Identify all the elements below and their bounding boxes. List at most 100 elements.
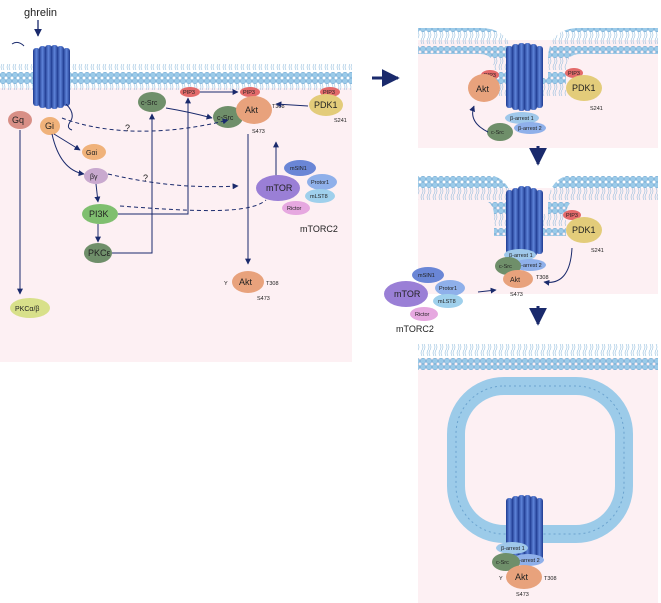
protor1-c-label: Protor1: [439, 286, 457, 292]
akt-c-s473: S473: [510, 292, 523, 298]
bg-to-pi3k: [94, 183, 101, 203]
mtor-label: mTOR: [266, 183, 293, 193]
csrc-to-akt-b: [469, 105, 489, 133]
arrestin1-d-label: β-arrest 1: [501, 546, 525, 552]
akt-free: [232, 271, 264, 293]
rictor-c-label: Rictor: [415, 312, 430, 318]
pdk1-b: [566, 75, 602, 101]
akt-b: [468, 74, 500, 102]
akt-d-label: Akt: [515, 572, 529, 582]
pkc-epsilon-label: PKCε: [88, 248, 111, 258]
msin1-c-label: mSIN1: [418, 273, 435, 279]
c-src-b: [487, 123, 513, 141]
pdk1-to-akt-c: [543, 247, 573, 286]
c-src-free-label: c-Src: [141, 100, 158, 107]
csrc-to-complex: [165, 107, 213, 120]
akt-free-y: Y: [224, 281, 228, 287]
c-src-c-label: c-Src: [499, 264, 512, 270]
c-src-d-label: c-Src: [496, 560, 509, 566]
gq-label: Gq: [12, 115, 24, 125]
msin1-label: mSIN1: [290, 166, 307, 172]
pdk1-akt-arrow: [275, 101, 309, 108]
akt-c-t308: T308: [536, 275, 549, 281]
mtor-c-label: mTOR: [394, 289, 421, 299]
mtorc2-c-label: mTORC2: [396, 324, 434, 334]
pdk1-c-label: PDK1: [572, 225, 596, 235]
pip3-b-right: [565, 68, 583, 78]
dashed-arrow-2: [107, 173, 239, 190]
c-src-b-label: c-Src: [491, 130, 504, 136]
pdk1-c-s241: S241: [591, 248, 604, 254]
arrestin2-c-label: β-arrest 2: [518, 263, 542, 269]
gi-label: Gi: [45, 121, 54, 131]
pip3-c: [563, 210, 581, 220]
c-src-free: [138, 92, 166, 112]
pip3-akt: [240, 87, 260, 97]
pdk1-label: PDK1: [314, 100, 338, 110]
arrestin1-b: [505, 112, 539, 124]
pkce-to-csrc: [112, 113, 155, 254]
pip3-b-right-label: PIP3: [568, 71, 580, 77]
g-beta-gamma-label: βγ: [90, 174, 98, 181]
c-src-complex: [213, 106, 243, 128]
gi-to-galpha: [53, 133, 81, 151]
pip3-akt-label: PIP3: [243, 90, 255, 96]
gi-protein: [40, 117, 60, 135]
pdk1-b-s241: S241: [590, 106, 603, 112]
akt-free-t308: T308: [266, 281, 279, 287]
akt-complex: [236, 96, 272, 124]
membrane-d: [418, 344, 658, 370]
arrestin2-c: [514, 259, 546, 271]
ghrelin-label: ghrelin: [24, 7, 57, 19]
main-panel: ghrelin Gq Gi Gαi βγ PI3K PKCε PKCα/β c-…: [0, 7, 352, 362]
pip3-pdk1-label: PIP3: [323, 90, 335, 96]
pkc-epsilon: [84, 243, 112, 263]
akt-c-label: Akt: [510, 277, 520, 284]
pdk1-s241-label: S241: [334, 118, 347, 124]
panel-b: PIP3 Akt PIP3 PDK1 S241 β-arrest 1 β-arr…: [418, 28, 658, 148]
arrestin2-b-label: β-arrest 2: [518, 126, 542, 132]
akt-d-t308: T308: [544, 576, 557, 582]
pkc-alpha-beta-label: PKCα/β: [15, 306, 39, 313]
membrane-c: [418, 174, 658, 236]
c-src-d: [492, 553, 520, 571]
mtorc2-complex-main: mSIN1 Protor1 mLST8 Rictor mTOR: [256, 160, 337, 215]
mlst8-c-label: mLST8: [438, 299, 456, 305]
akt-complex-label: Akt: [245, 105, 259, 115]
question-1: ?: [125, 123, 130, 133]
gq-protein: [8, 111, 32, 129]
pip3-c-label: PIP3: [566, 213, 578, 219]
pi3k-to-pip3: [118, 97, 191, 215]
akt-free-label: Akt: [239, 277, 253, 287]
membrane-b: [418, 28, 658, 96]
akt-free-s473: S473: [257, 296, 270, 302]
mtorc2-label: mTORC2: [300, 224, 338, 234]
g-alpha-i-label: Gαi: [86, 150, 97, 157]
rictor-label: Rictor: [287, 206, 302, 212]
pdk1: [309, 94, 343, 116]
mtorc2-complex-c: mSIN1 Protor1 mLST8 Rictor mTOR: [384, 267, 465, 321]
receptor-b: [506, 43, 543, 111]
g-beta-gamma: [84, 168, 108, 184]
pi3k-label: PI3K: [89, 209, 109, 219]
pip3-top: [180, 87, 200, 97]
mlst8-label: mLST8: [310, 194, 328, 200]
gi-to-betagamma: [51, 133, 85, 177]
akt-c: [503, 270, 533, 288]
pi3k: [82, 204, 118, 224]
akt-b-label: Akt: [476, 84, 490, 94]
pdk1-b-label: PDK1: [572, 83, 596, 93]
akt-s473-label: S473: [252, 129, 265, 135]
akt-d: [506, 565, 542, 589]
question-2: ?: [143, 173, 148, 183]
pkc-alpha-beta: [10, 298, 50, 318]
arrestin2-d: [512, 554, 544, 566]
akt-d-s473: S473: [516, 592, 529, 598]
g-alpha-i: [82, 144, 106, 160]
akt-d-y: Y: [499, 576, 503, 582]
panel-d: β-arrest 1 β-arrest 2 c-Src Akt Y T308 S…: [418, 344, 658, 603]
arrestin2-b: [514, 122, 546, 134]
mtorc2-to-akt-c: [477, 287, 497, 294]
ghsr-receptor-main: [11, 41, 73, 131]
